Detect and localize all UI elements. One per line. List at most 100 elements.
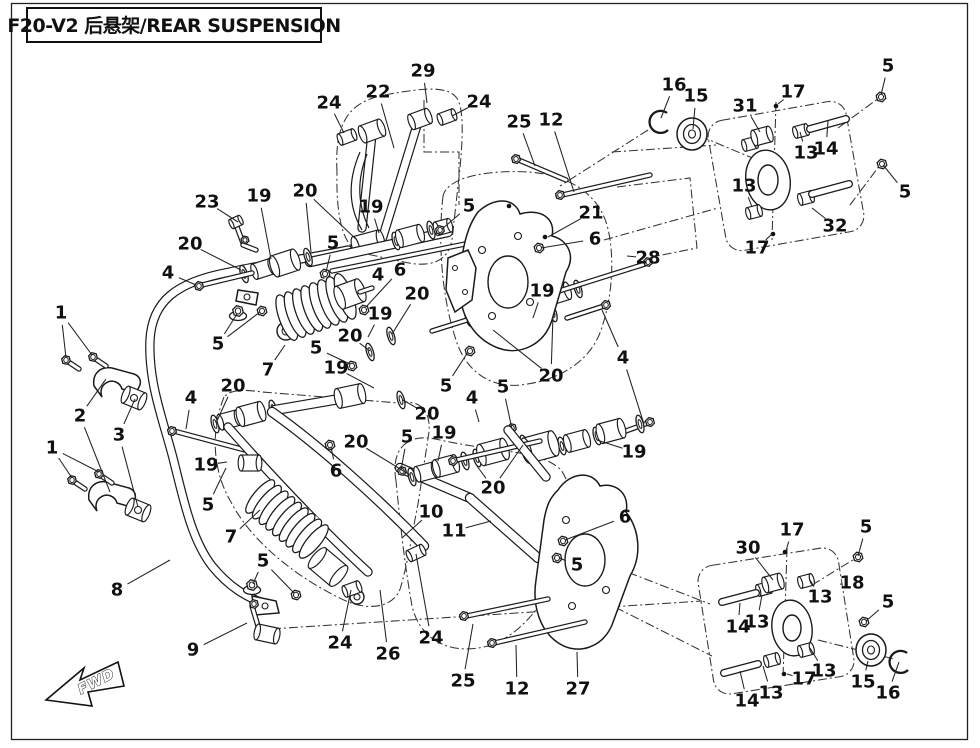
callout-leader [58, 457, 73, 479]
callout-16: 16 [875, 683, 900, 704]
callout-5: 5 [463, 196, 476, 217]
callout-leader [274, 344, 286, 361]
callout-20: 20 [480, 478, 505, 499]
callout-13: 13 [731, 176, 756, 197]
callout-5: 5 [310, 338, 323, 359]
callout-17: 17 [779, 520, 804, 541]
callout-5: 5 [257, 551, 270, 572]
callout-13: 13 [758, 683, 783, 704]
callout-leader [515, 644, 518, 678]
callout-leader [601, 309, 619, 348]
callout-3: 3 [113, 425, 126, 446]
callout-19: 19 [323, 358, 348, 379]
callout-leader [178, 277, 197, 286]
callout-leader [476, 465, 487, 479]
callout-1: 1 [55, 303, 68, 324]
callout-8: 8 [111, 580, 124, 601]
callout-leader [857, 538, 864, 557]
callout-leader [123, 398, 136, 425]
callout-24: 24 [316, 93, 341, 114]
callout-leader [86, 378, 107, 407]
callout-leader [402, 399, 417, 409]
callout-leader [492, 329, 542, 369]
callout-leader [626, 255, 637, 258]
callout-19: 19 [367, 304, 392, 325]
callout-26: 26 [375, 644, 400, 665]
callout-leader [121, 446, 139, 508]
callout-2: 2 [74, 406, 87, 427]
callout-12: 12 [538, 110, 563, 131]
callout-leader [558, 557, 567, 562]
callout-leader [368, 264, 371, 267]
callout-5: 5 [882, 56, 895, 77]
callout-24: 24 [418, 628, 443, 649]
callout-20: 20 [343, 432, 368, 453]
title-box: F20-V2 后悬架/REAR SUSPENSION [7, 7, 341, 43]
callout-leader [227, 311, 261, 338]
callout-leader [547, 218, 581, 238]
callout-19: 19 [431, 423, 456, 444]
callout-15: 15 [683, 86, 708, 107]
callout-leader [826, 120, 829, 138]
callout-leader [212, 467, 227, 495]
callout-leader [750, 116, 761, 133]
callout-5: 5 [440, 376, 453, 397]
callout-5: 5 [571, 555, 584, 576]
callout-leader [777, 99, 784, 105]
callout-20: 20 [337, 326, 362, 347]
callout-20: 20 [220, 376, 245, 397]
callout-22: 22 [365, 82, 390, 103]
callout-leader [260, 207, 272, 260]
callout-25: 25 [506, 112, 531, 133]
callout-leader [330, 446, 335, 460]
callout-19: 19 [193, 455, 218, 476]
callout-16: 16 [661, 75, 686, 96]
callout-5: 5 [401, 427, 414, 448]
callout-18: 18 [839, 573, 864, 594]
callout-leader [333, 113, 345, 134]
callout-15: 15 [850, 672, 875, 693]
callout-leader [576, 651, 579, 678]
callout-leader [359, 342, 371, 352]
callout-14: 14 [734, 691, 759, 712]
callout-13: 13 [811, 661, 836, 682]
callout-leader [400, 448, 406, 471]
callout-leader [692, 107, 696, 130]
callout-leader [313, 198, 358, 241]
callout-29: 29 [410, 61, 435, 82]
callout-leader [62, 452, 100, 473]
callout-6: 6 [394, 260, 407, 281]
callout-24: 24 [327, 633, 352, 654]
callout-leader [754, 557, 774, 581]
callout-leader [437, 444, 442, 462]
callout-5: 5 [882, 592, 895, 613]
callout-leader [786, 673, 793, 677]
callout-21: 21 [578, 203, 603, 224]
callout-leader [452, 351, 469, 377]
callout-6: 6 [589, 229, 602, 250]
callout-13: 13 [807, 587, 832, 608]
callout-leader [540, 240, 584, 249]
callout-25: 25 [450, 671, 475, 692]
callout-leader [464, 623, 474, 670]
callout-6: 6 [330, 461, 343, 482]
callout-leader [596, 439, 623, 449]
callout-17: 17 [791, 669, 816, 690]
callout-4: 4 [466, 388, 479, 409]
callout-leader [270, 569, 295, 594]
callout-leader [441, 213, 461, 230]
callout-32: 32 [822, 216, 847, 237]
callout-17: 17 [744, 238, 769, 259]
callout-leader [216, 208, 239, 223]
artwork-layer [60, 88, 909, 695]
callout-20: 20 [414, 404, 439, 425]
callout-leader [379, 589, 388, 643]
callout-leader [326, 352, 351, 365]
callout-leader [738, 602, 741, 616]
callout-leader [532, 302, 539, 319]
callout-6: 6 [619, 507, 632, 528]
callout-leader [865, 609, 880, 622]
callout-leader [217, 461, 228, 464]
callout-19: 19 [358, 197, 383, 218]
